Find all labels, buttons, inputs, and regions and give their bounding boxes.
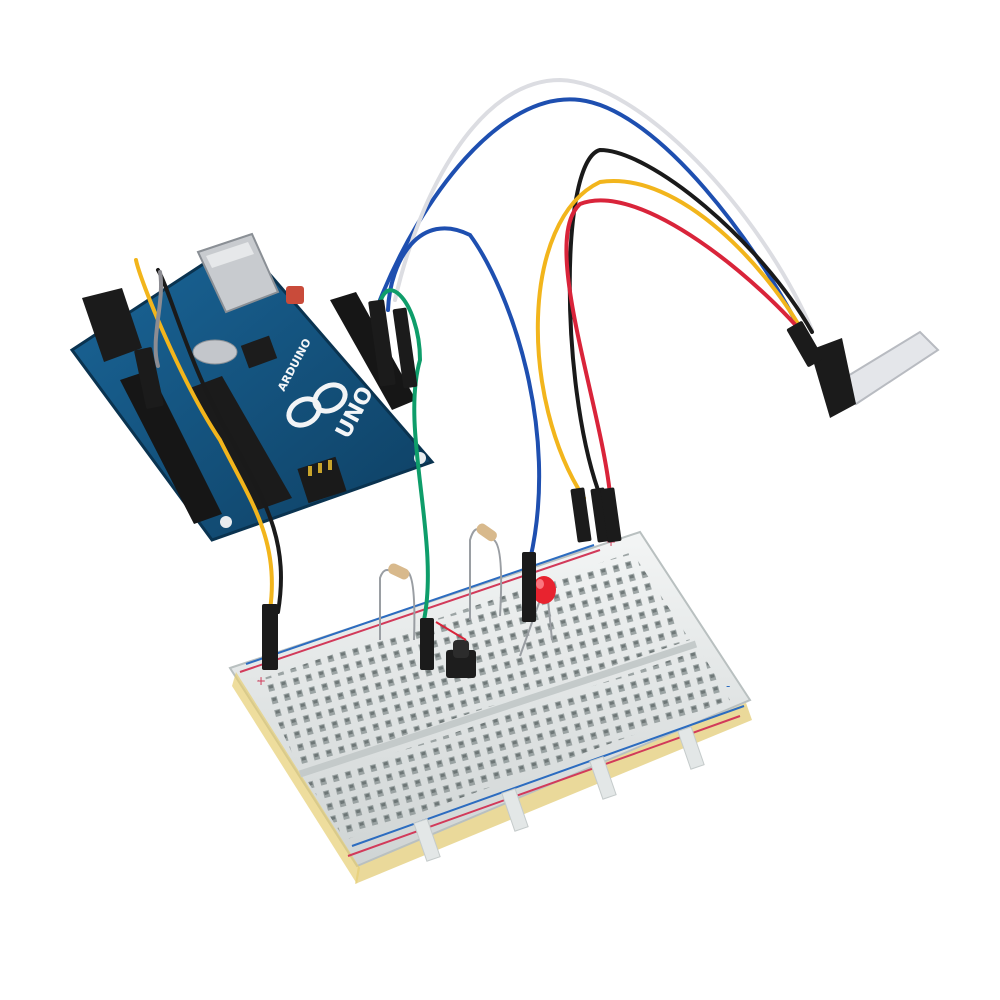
- connector-sensor: [786, 321, 824, 367]
- breadboard-bottom-hole-field: [308, 650, 730, 840]
- black-wire-to-sensor: [567, 147, 814, 492]
- breadboard-clips: [413, 726, 705, 862]
- usb-port-top: [206, 242, 254, 268]
- connector-arduino-right: [368, 299, 396, 387]
- connector-breadboard-left: [262, 604, 278, 670]
- arduino-infinity-logo-icon: [286, 382, 348, 428]
- breadboard-edge: [232, 672, 360, 884]
- sensor-module: [810, 330, 940, 418]
- yellow-wire-to-sensor: [535, 179, 808, 500]
- connector-yellow: [570, 487, 592, 543]
- jumper-wires: [134, 77, 814, 622]
- header-left: [120, 370, 222, 524]
- resistor-right: [469, 523, 503, 620]
- black-wire-to-arduino: [156, 268, 283, 614]
- connector-arduino-left: [134, 347, 164, 409]
- rail-minus-label: -: [726, 679, 730, 693]
- connector-arduino-right-2: [392, 307, 418, 389]
- rail-line-red-top: [239, 549, 601, 673]
- crystal-oscillator: [192, 339, 238, 365]
- red-wire-to-sensor: [564, 198, 812, 496]
- gray-wire-to-arduino: [153, 270, 163, 368]
- arduino-uno-board: ARDUINO UNO: [69, 232, 435, 542]
- icsp-pins: [308, 460, 332, 476]
- resistor-left: [379, 563, 416, 641]
- rail-line-red-bottom: [347, 715, 741, 857]
- connector-green: [420, 618, 434, 670]
- arduino-pcb: [69, 238, 435, 542]
- yellow-wire-to-arduino: [134, 258, 274, 612]
- connector-red: [600, 487, 622, 543]
- blue-wire-to-led: [386, 226, 542, 562]
- reset-button: [286, 286, 304, 304]
- rail-plus-label: +: [256, 674, 266, 688]
- wire-connectors: [134, 299, 824, 670]
- power-jack: [82, 288, 142, 362]
- blue-wire-to-sensor: [378, 97, 802, 332]
- connector-blue: [522, 552, 536, 622]
- white-wire-to-sensor: [393, 77, 814, 332]
- breadboard-center-trench: [298, 640, 698, 778]
- red-led: [519, 576, 556, 657]
- breadboard: + + -: [228, 530, 752, 884]
- mount-hole: [220, 516, 232, 528]
- pushbutton: [446, 640, 476, 678]
- green-wire-to-button: [376, 288, 430, 622]
- red-jumper-short: [435, 621, 467, 641]
- usb-chip: [240, 335, 278, 369]
